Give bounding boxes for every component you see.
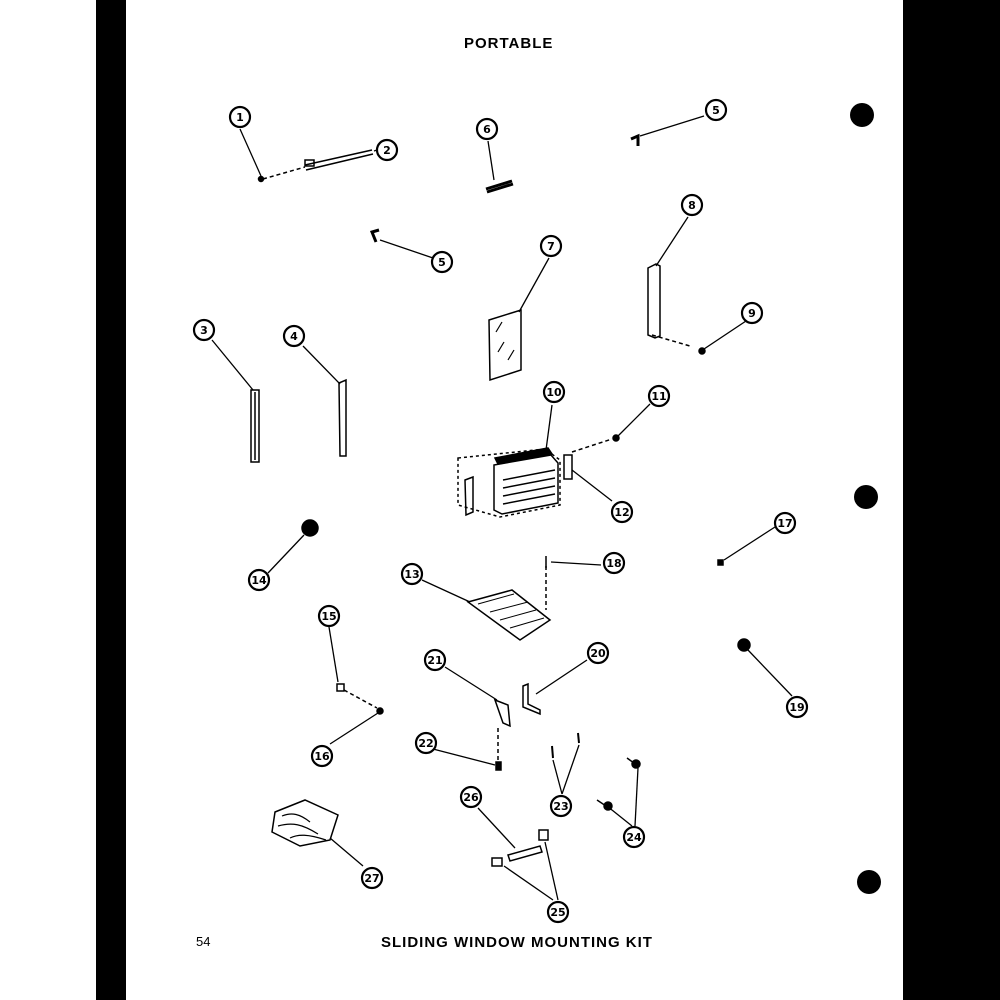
callout-1: 1	[228, 105, 252, 129]
callout-4: 4	[282, 324, 306, 348]
callout-5: 5	[704, 98, 728, 122]
callout-26: 26	[459, 785, 483, 809]
callout-7: 7	[539, 234, 563, 258]
callout-number: 17	[777, 517, 792, 530]
left-margin-bar	[96, 0, 126, 1000]
callout-number: 6	[483, 123, 491, 136]
callout-number: 14	[251, 574, 267, 587]
binder-hole-top	[850, 103, 874, 127]
diagram-caption: SLIDING WINDOW MOUNTING KIT	[381, 934, 653, 951]
callout-number: 27	[364, 872, 379, 885]
callout-number: 5	[438, 256, 446, 269]
callout-15: 15	[317, 604, 341, 628]
callout-10: 10	[542, 380, 566, 404]
right-margin-bar	[903, 0, 1000, 1000]
callout-number: 20	[590, 647, 606, 660]
callout-11: 11	[647, 384, 671, 408]
callout-number: 18	[606, 557, 621, 570]
callout-8: 8	[680, 193, 704, 217]
callout-number: 24	[626, 831, 642, 844]
page-number: 54	[196, 934, 211, 949]
part-drawings	[250, 133, 751, 867]
callout-24: 24	[622, 825, 646, 849]
callout-12: 12	[610, 500, 634, 524]
callout-number: 11	[651, 390, 666, 403]
callout-23: 23	[549, 794, 573, 818]
binder-hole-middle	[854, 485, 878, 509]
callout-6: 6	[475, 117, 499, 141]
leader-lines	[211, 115, 793, 901]
callout-number: 21	[427, 654, 442, 667]
callout-number: 7	[547, 240, 555, 253]
callout-13: 13	[400, 562, 424, 586]
callout-25: 25	[546, 900, 570, 924]
callout-27: 27	[360, 866, 384, 890]
callout-number: 22	[418, 737, 433, 750]
callout-14: 14	[247, 568, 271, 592]
callout-3: 3	[192, 318, 216, 342]
callout-number: 3	[200, 324, 208, 337]
callout-number: 16	[314, 750, 330, 763]
callout-18: 18	[602, 551, 626, 575]
callout-17: 17	[773, 511, 797, 535]
callout-16: 16	[310, 744, 334, 768]
callout-number: 5	[712, 104, 720, 117]
page-title: PORTABLE	[464, 35, 554, 52]
callout-number: 10	[546, 386, 562, 399]
callout-2: 2	[375, 138, 399, 162]
callout-number: 25	[550, 906, 565, 919]
callout-number: 12	[614, 506, 629, 519]
callout-number: 19	[789, 701, 804, 714]
callout-number: 1	[236, 111, 244, 124]
callout-5: 5	[430, 250, 454, 274]
callout-number: 13	[404, 568, 419, 581]
callout-number: 8	[688, 199, 696, 212]
binder-hole-bottom	[857, 870, 881, 894]
callout-number: 26	[463, 791, 479, 804]
callout-22: 22	[414, 731, 438, 755]
callout-number: 15	[321, 610, 336, 623]
callout-20: 20	[586, 641, 610, 665]
callout-number: 23	[553, 800, 568, 813]
callout-19: 19	[785, 695, 809, 719]
callout-9: 9	[740, 301, 764, 325]
callout-21: 21	[423, 648, 447, 672]
callout-number: 9	[748, 307, 756, 320]
callout-number: 4	[290, 330, 298, 343]
callout-number: 2	[383, 144, 391, 157]
